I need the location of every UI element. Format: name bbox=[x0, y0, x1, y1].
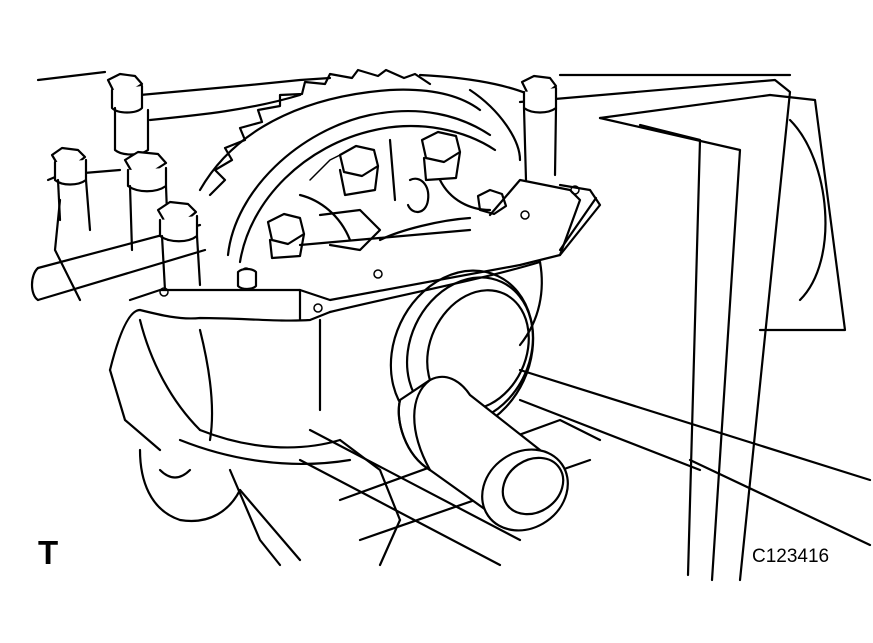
bolt bbox=[106, 72, 150, 156]
diff-case bbox=[298, 138, 492, 252]
bolt-head bbox=[420, 130, 462, 182]
bolt bbox=[520, 74, 558, 182]
case-bolts bbox=[266, 130, 508, 260]
corner-letter-label: T bbox=[38, 534, 59, 571]
bolt-head bbox=[266, 212, 306, 260]
bolt-head bbox=[338, 144, 380, 197]
figure-code-label: C123416 bbox=[752, 546, 830, 567]
bolt bbox=[156, 200, 202, 292]
bolt-group-left bbox=[50, 72, 558, 292]
seal-installer-tool bbox=[397, 375, 569, 532]
ring-gear bbox=[198, 68, 497, 264]
stand-frame bbox=[518, 73, 872, 582]
upper-housing bbox=[36, 70, 542, 302]
pry-bar bbox=[298, 418, 602, 567]
bolt bbox=[123, 150, 170, 252]
bolt bbox=[50, 146, 92, 232]
dowel-pin bbox=[236, 267, 258, 291]
lower-housing bbox=[138, 438, 402, 567]
carrier-housing bbox=[108, 178, 602, 452]
